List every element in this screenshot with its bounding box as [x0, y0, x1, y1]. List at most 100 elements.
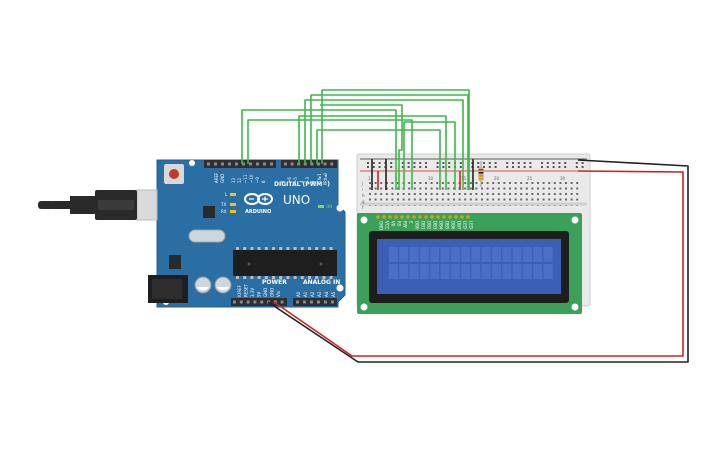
- terminal-hole: [520, 187, 523, 190]
- terminal-hole: [475, 187, 478, 190]
- lcd-cell: [533, 264, 543, 279]
- lcd-pin[interactable]: [424, 215, 428, 219]
- terminal-hole: [419, 182, 422, 184]
- lcd-pin-label: LED: [463, 221, 468, 229]
- terminal-hole: [481, 187, 483, 190]
- terminal-hole: [436, 187, 439, 190]
- terminal-hole: [391, 182, 394, 184]
- pin-hole: [242, 162, 245, 166]
- digital-pin-label: 12: [237, 177, 242, 183]
- analog-header[interactable]: [293, 298, 337, 306]
- lcd-pin[interactable]: [382, 215, 386, 219]
- terminal-hole: [492, 187, 495, 190]
- analog-pin-label: A0: [296, 291, 301, 297]
- lcd-cell: [492, 264, 501, 279]
- lcd-cell: [512, 264, 522, 279]
- digital-header-left[interactable]: [204, 160, 276, 168]
- terminal-hole: [402, 198, 405, 201]
- green-signal-wires[interactable]: [241, 89, 470, 190]
- terminal-hole: [559, 198, 562, 201]
- terminal-hole: [576, 182, 579, 184]
- terminal-hole: [436, 193, 439, 195]
- terminal-hole: [475, 182, 478, 184]
- digital-pin-label: TX▸1: [317, 173, 322, 184]
- lcd-pin-header[interactable]: [376, 215, 470, 219]
- lcd-cell: [471, 264, 481, 279]
- terminal-hole: [486, 187, 489, 190]
- lcd-pin[interactable]: [400, 215, 404, 219]
- lcd-pin[interactable]: [412, 215, 416, 219]
- lcd-pin[interactable]: [394, 215, 398, 219]
- terminal-hole: [531, 198, 534, 201]
- pin-hole: [303, 300, 306, 304]
- reset-button-icon[interactable]: [169, 169, 179, 179]
- lcd-cell: [430, 264, 440, 279]
- lcd-pin[interactable]: [418, 215, 422, 219]
- terminal-hole: [509, 182, 511, 184]
- usb-cable[interactable]: [38, 189, 158, 221]
- terminal-hole: [492, 182, 495, 184]
- pin-hole: [207, 162, 210, 166]
- terminal-hole: [576, 198, 579, 201]
- rail-hole: [517, 166, 520, 168]
- digital-header-right[interactable]: [281, 160, 337, 168]
- terminal-hole: [380, 193, 383, 195]
- lcd-cell: [419, 247, 429, 262]
- column-number: 30: [560, 176, 566, 181]
- terminal-hole: [553, 193, 556, 195]
- terminal-hole: [453, 182, 455, 184]
- analog-pin-label: A3: [317, 291, 322, 297]
- resistor-icon[interactable]: [478, 161, 484, 187]
- terminal-hole: [391, 187, 394, 190]
- lcd-cell: [389, 264, 398, 279]
- rail-hole: [407, 162, 410, 164]
- lcd-pin[interactable]: [466, 215, 470, 219]
- lcd-cell: [399, 264, 409, 279]
- terminal-hole: [391, 198, 394, 201]
- terminal-hole: [531, 187, 534, 190]
- rail-hole: [506, 166, 509, 168]
- rail-hole: [419, 166, 422, 168]
- digital-pin-label: 7: [281, 180, 286, 183]
- column-number: 10: [428, 176, 434, 181]
- analog-pin-label: A2: [310, 291, 315, 297]
- lcd-pin[interactable]: [406, 215, 410, 219]
- lcd-cell: [533, 247, 543, 262]
- rail-hole: [575, 162, 578, 164]
- terminal-hole: [565, 198, 567, 201]
- column-number: 25: [527, 176, 533, 181]
- terminal-hole: [520, 182, 523, 184]
- terminal-hole: [503, 182, 506, 184]
- terminal-hole: [419, 193, 422, 195]
- terminal-hole: [385, 198, 388, 201]
- terminal-hole: [565, 182, 567, 184]
- lcd-pin[interactable]: [436, 215, 440, 219]
- lcd-cell: [389, 247, 398, 262]
- capacitor: [214, 276, 232, 294]
- lcd-pin[interactable]: [454, 215, 458, 219]
- lcd-pin[interactable]: [448, 215, 452, 219]
- digital-pin-label: 8: [261, 180, 266, 183]
- pin-hole: [310, 300, 313, 304]
- power-header[interactable]: [231, 298, 287, 306]
- lcd-pin[interactable]: [376, 215, 380, 219]
- terminal-hole: [419, 198, 422, 201]
- lcd-pin[interactable]: [430, 215, 434, 219]
- terminal-hole: [576, 187, 579, 190]
- pin-hole: [260, 300, 264, 304]
- gnd-label: GND: [220, 174, 225, 183]
- terminal-hole: [542, 198, 545, 201]
- rail-hole: [558, 166, 561, 168]
- power-wires[interactable]: [267, 159, 689, 363]
- lcd-pin[interactable]: [388, 215, 392, 219]
- terminal-hole: [447, 187, 450, 190]
- lcd-pin[interactable]: [460, 215, 464, 219]
- rail-hole: [477, 166, 480, 168]
- terminal-hole: [475, 198, 478, 201]
- lcd-pin[interactable]: [442, 215, 446, 219]
